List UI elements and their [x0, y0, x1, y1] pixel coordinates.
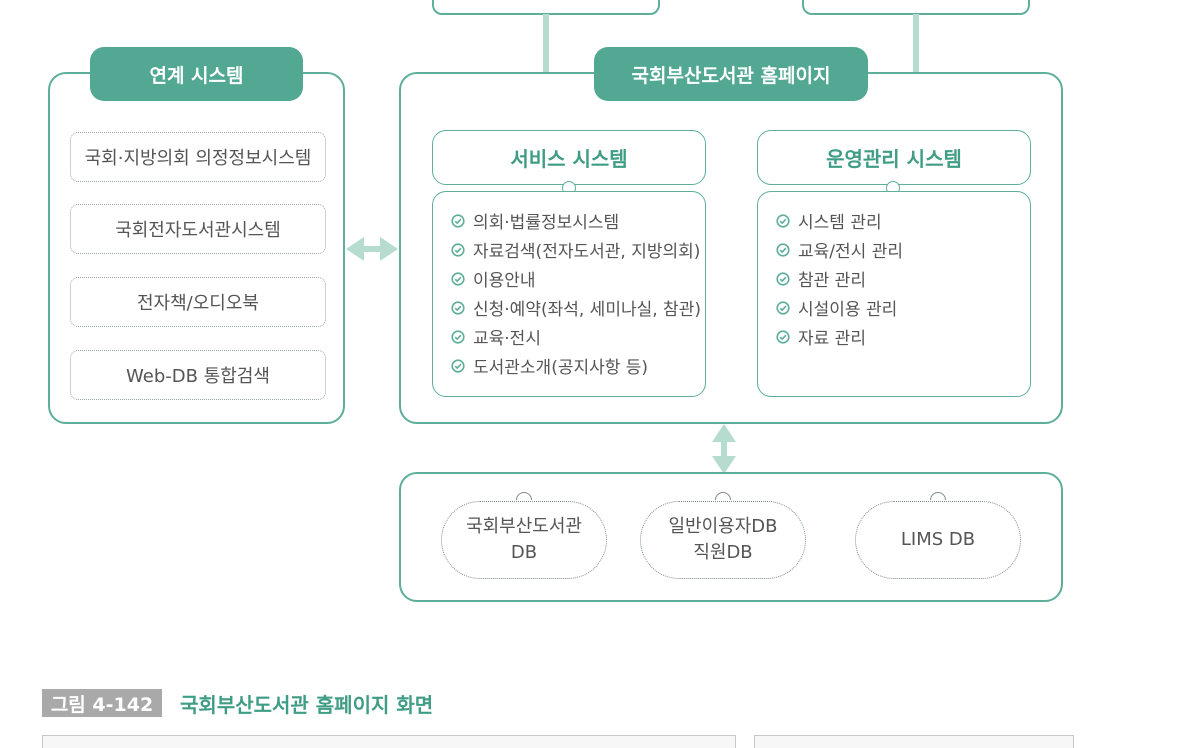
screenshot-frame-right [754, 735, 1074, 748]
list-item: 교육/전시 관리 [776, 235, 1030, 264]
homepage-title: 국회부산도서관 홈페이지 [594, 47, 868, 101]
service-item-label: 이용안내 [473, 271, 536, 291]
db-arrow-head-bottom [712, 456, 736, 474]
list-item: 이용안내 [451, 264, 705, 293]
list-item: 시스템 관리 [776, 206, 1030, 235]
operations-item-label: 참관 관리 [798, 271, 866, 291]
linked-item: 전자책/오디오북 [70, 277, 326, 327]
linked-item: Web-DB 통합검색 [70, 350, 326, 400]
operations-system-list: 시스템 관리 교육/전시 관리 참관 관리 시설이용 관리 자료 관리 [757, 191, 1031, 397]
check-circle-icon [776, 213, 790, 228]
service-item-label: 자료검색(전자도서관, 지방의회) [473, 242, 701, 262]
check-circle-icon [451, 271, 465, 286]
screenshot-frame-left [42, 735, 736, 748]
list-item: 참관 관리 [776, 264, 1030, 293]
service-system-list: 의회·법률정보시스템 자료검색(전자도서관, 지방의회) 이용안내 신청·예약(… [432, 191, 706, 397]
service-item-label: 교육·전시 [473, 329, 541, 349]
linked-systems-panel: 국회·지방의회 의정정보시스템 국회전자도서관시스템 전자책/오디오북 Web-… [48, 72, 345, 424]
list-item: 의회·법률정보시스템 [451, 206, 705, 235]
list-item: 자료검색(전자도서관, 지방의회) [451, 235, 705, 264]
db-arrow-head-top [712, 424, 736, 442]
down-arrow-left-shaft [543, 14, 549, 102]
list-item: 도서관소개(공지사항 등) [451, 351, 705, 380]
service-system-title: 서비스 시스템 [432, 130, 706, 185]
linked-arrow-head-left [346, 237, 364, 261]
operations-system-title: 운영관리 시스템 [757, 130, 1031, 185]
check-circle-icon [776, 242, 790, 257]
check-circle-icon [776, 271, 790, 286]
list-item: 자료 관리 [776, 322, 1030, 351]
db-line1: 국회부산도서관 [466, 516, 582, 537]
figure-title: 국회부산도서관 홈페이지 화면 [180, 692, 434, 717]
linked-arrow-shaft [358, 246, 386, 252]
database-panel [399, 472, 1063, 602]
operations-item-label: 자료 관리 [798, 329, 866, 349]
check-circle-icon [451, 300, 465, 315]
list-item: 시설이용 관리 [776, 293, 1030, 322]
db-busan-library: 국회부산도서관 DB [441, 501, 607, 579]
operations-item-label: 교육/전시 관리 [798, 242, 903, 262]
check-circle-icon [776, 300, 790, 315]
service-item-label: 의회·법률정보시스템 [473, 213, 620, 233]
db-line2: DB [510, 542, 538, 563]
linked-systems-title: 연계 시스템 [90, 47, 303, 101]
db-line1: LIMS DB [900, 529, 976, 550]
check-circle-icon [451, 329, 465, 344]
list-item: 교육·전시 [451, 322, 705, 351]
linked-item: 국회·지방의회 의정정보시스템 [70, 132, 326, 182]
check-circle-icon [451, 213, 465, 228]
linked-arrow-head-right [380, 237, 398, 261]
operations-item-label: 시스템 관리 [798, 213, 882, 233]
check-circle-icon [451, 242, 465, 257]
db-users-staff: 일반이용자DB 직원DB [640, 501, 806, 579]
operations-item-label: 시설이용 관리 [798, 300, 898, 320]
db-lims: LIMS DB [855, 501, 1021, 579]
db-line2: 직원DB [693, 542, 753, 563]
check-circle-icon [451, 358, 465, 373]
linked-item: 국회전자도서관시스템 [70, 204, 326, 254]
list-item: 신청·예약(좌석, 세미나실, 참관) [451, 293, 705, 322]
service-item-label: 신청·예약(좌석, 세미나실, 참관) [473, 300, 701, 320]
db-line1: 일반이용자DB [668, 516, 778, 537]
figure-number: 그림 4-142 [42, 689, 162, 717]
check-circle-icon [776, 329, 790, 344]
service-item-label: 도서관소개(공지사항 등) [473, 358, 649, 378]
down-arrow-right-shaft [913, 14, 919, 102]
db-arrow-shaft [721, 436, 727, 462]
